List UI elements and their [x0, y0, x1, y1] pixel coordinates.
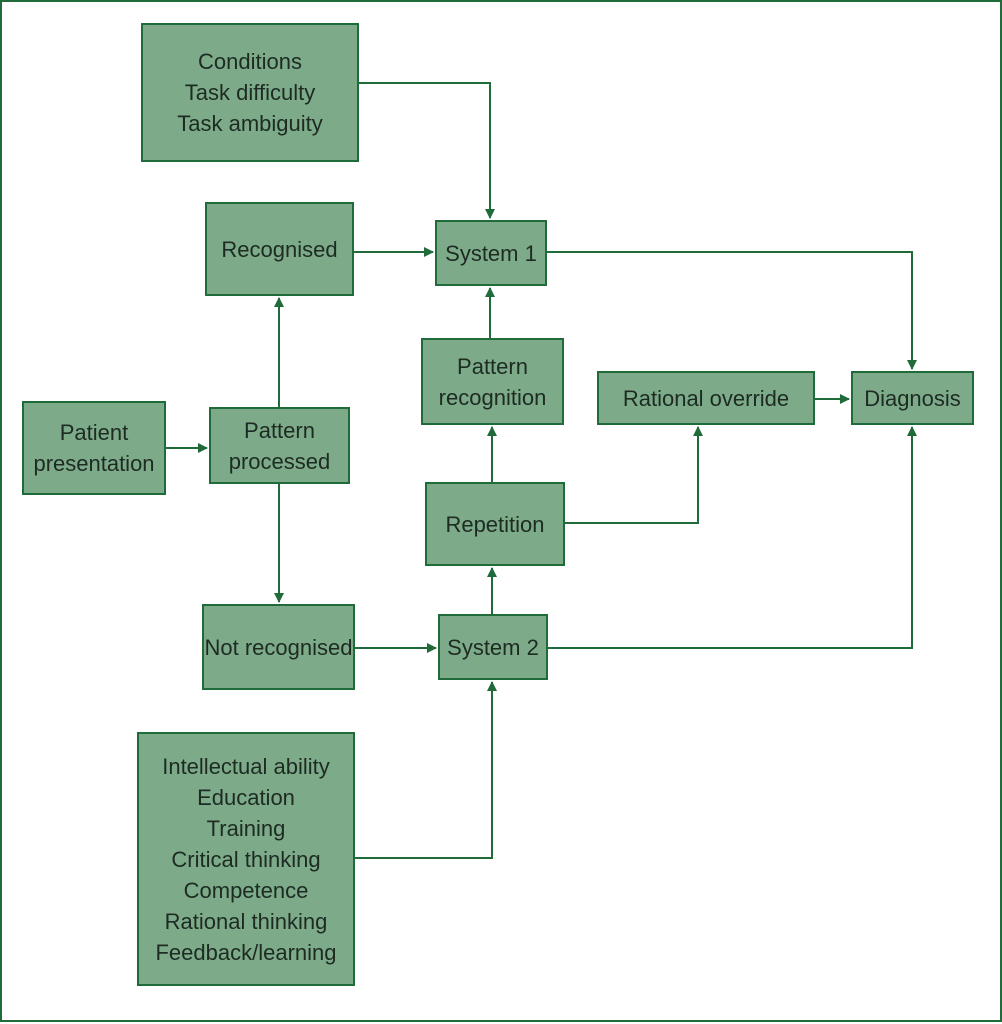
node-label-line: Rational thinking: [164, 908, 328, 934]
node-label-line: Repetition: [445, 511, 545, 537]
node-label-line: Rational override: [622, 385, 790, 411]
node-label-line: Conditions: [198, 49, 302, 74]
node-label-line: Pattern: [244, 417, 315, 443]
node-label-line: Pattern: [457, 353, 528, 379]
node-label-line: System 2: [447, 634, 539, 660]
node-label-line: Feedback/learning: [155, 939, 337, 965]
node-label-line: Task ambiguity: [177, 111, 323, 136]
arrow-system1-to-diagnosis: [547, 251, 917, 370]
arrow-conditions-to-system1: [359, 82, 495, 219]
recognised-box: Recognised: [205, 202, 354, 296]
node-label-line: Training: [206, 815, 286, 841]
node-label-line: System 1: [445, 240, 537, 266]
pattern-recognition-box: Pattern recognition: [421, 338, 564, 425]
node-label-line: Critical thinking: [171, 846, 321, 872]
system-1-box: System 1: [435, 220, 547, 286]
node-label-line: Patient: [59, 420, 129, 445]
not-recognised-box: Not recognised: [202, 604, 355, 690]
node-label-line: Education: [197, 784, 295, 810]
system-2-box: System 2: [438, 614, 548, 680]
node-label-line: Recognised: [221, 236, 338, 262]
node-label-line: presentation: [33, 451, 155, 476]
pattern-processed-box: Pattern processed: [209, 407, 350, 484]
diagnosis-box: Diagnosis: [851, 371, 974, 425]
arrow-repetition-to-rational: [565, 426, 703, 524]
arrow-system2-to-diagnosis: [548, 426, 917, 649]
node-label-line: Intellectual ability: [162, 753, 330, 779]
rational-override-box: Rational override: [597, 371, 815, 425]
node-label-line: processed: [228, 448, 331, 474]
patient-presentation-box: Patient presentation: [22, 401, 166, 495]
node-label-line: Diagnosis: [864, 385, 961, 411]
node-label-line: recognition: [438, 384, 547, 410]
arrow-factors-to-system2: [355, 681, 497, 859]
node-label-line: Task difficulty: [184, 80, 316, 105]
repetition-box: Repetition: [425, 482, 565, 566]
node-label-line: Competence: [183, 877, 309, 903]
node-label-line: Not recognised: [204, 634, 353, 660]
